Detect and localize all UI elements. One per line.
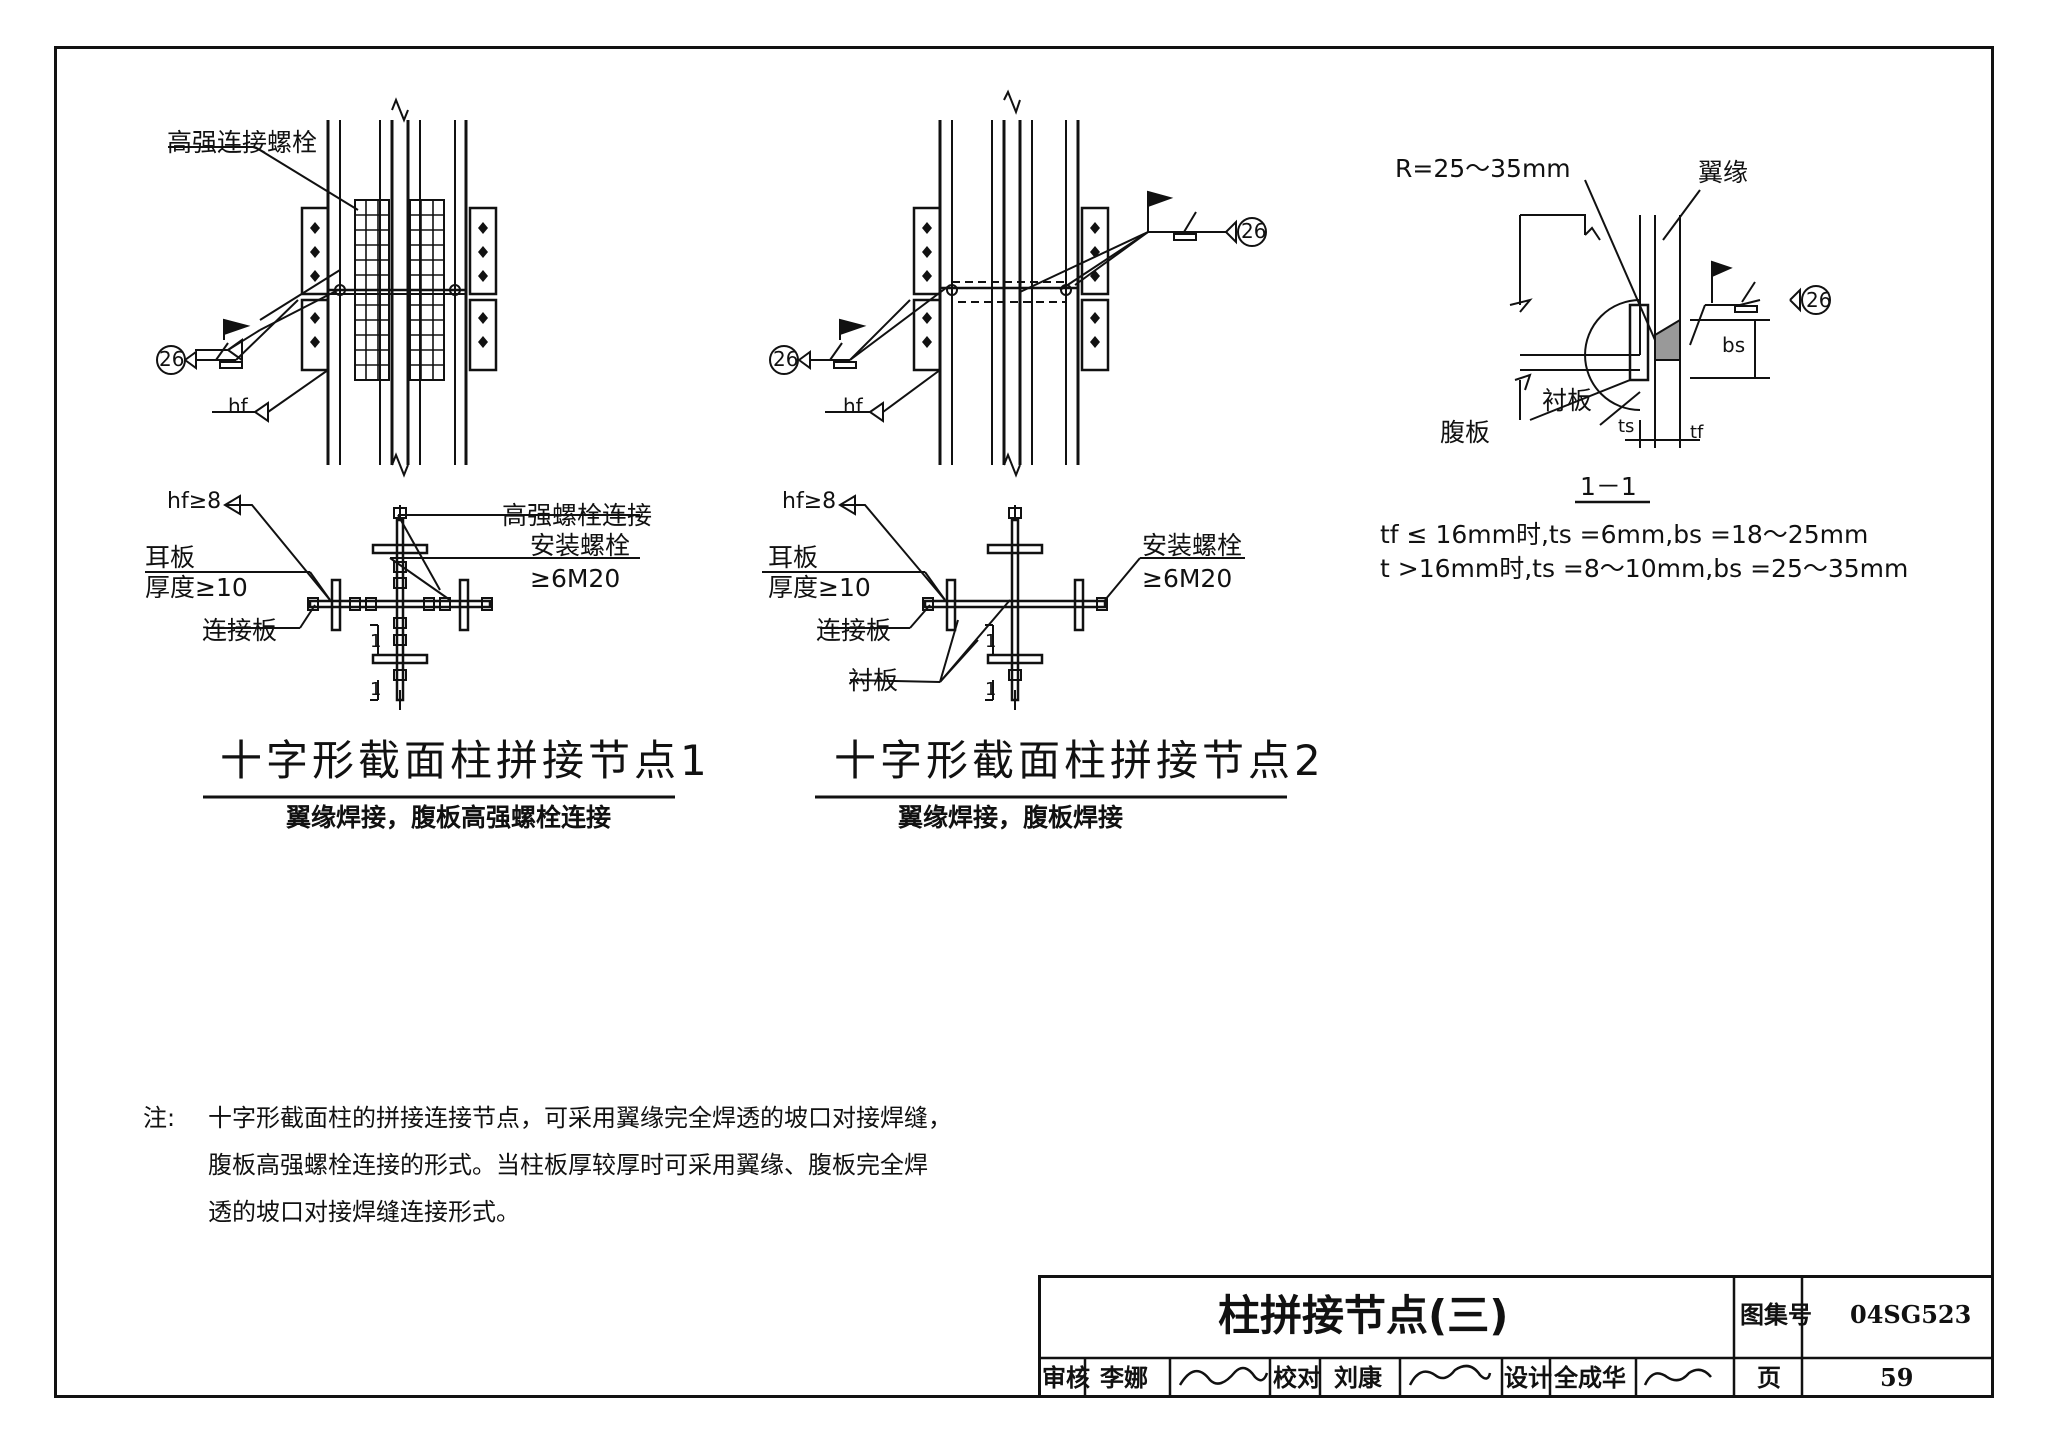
section-ts-label: ts bbox=[1618, 416, 1635, 437]
node1-ear-thickness-label: 厚度≥10 bbox=[145, 573, 248, 602]
design-label: 设计 bbox=[1504, 1363, 1552, 1392]
section-tf-label: tf bbox=[1690, 422, 1704, 443]
node2-elevation bbox=[769, 89, 1267, 478]
section-web-label: 腹板 bbox=[1440, 418, 1491, 447]
node1-hs-bolt-conn-label: 高强螺栓连接 bbox=[502, 501, 653, 530]
node2-cross-section bbox=[762, 494, 1245, 710]
note-line-1: 十字形截面柱的拼接连接节点，可采用翼缘完全焊透的坡口对接焊缝， bbox=[208, 1104, 952, 1132]
page-label: 页 bbox=[1757, 1363, 1781, 1392]
node2-weld-ref-left: 26 bbox=[773, 347, 799, 371]
node2-caption: 十字形截面柱拼接节点2 bbox=[834, 736, 1325, 785]
drawing-title: 柱拼接节点(三) bbox=[1218, 1291, 1509, 1340]
node1-subcaption: 翼缘焊接，腹板高强螺栓连接 bbox=[286, 803, 612, 832]
node2-ear-plate-label: 耳板 bbox=[768, 543, 819, 572]
signature-designer bbox=[1643, 1368, 1712, 1386]
section-1-1-detail bbox=[1509, 179, 1831, 504]
atlas-number: 04SG523 bbox=[1850, 1300, 1972, 1329]
note-line-3: 透的坡口对接焊缝连接形式。 bbox=[208, 1198, 520, 1226]
node1-elevation bbox=[156, 97, 498, 478]
review-label: 审核 bbox=[1042, 1363, 1090, 1392]
node1-install-spec-label: ≥6M20 bbox=[530, 564, 621, 593]
node2-ear-thickness-label: 厚度≥10 bbox=[768, 573, 871, 602]
check-label: 校对 bbox=[1273, 1363, 1321, 1392]
section-flange-label: 翼缘 bbox=[1698, 158, 1749, 187]
page-number: 59 bbox=[1880, 1363, 1914, 1392]
node2-hf-label: hf bbox=[843, 394, 863, 418]
section-title: 1－1 bbox=[1580, 472, 1637, 501]
node1-weld-ref: 26 bbox=[159, 347, 185, 371]
node2-section-mark-bottom: 1 bbox=[985, 679, 997, 700]
node2-subcaption: 翼缘焊接，腹板焊接 bbox=[898, 803, 1124, 832]
title-block-grid bbox=[1038, 1275, 1994, 1398]
node1-caption: 十字形截面柱拼接节点1 bbox=[220, 736, 711, 785]
atlas-label: 图集号 bbox=[1740, 1300, 1812, 1329]
node1-hf-min-label: hf≥8 bbox=[167, 489, 222, 514]
section-backing-label: 衬板 bbox=[1542, 386, 1593, 415]
signature-reviewer bbox=[1178, 1366, 1269, 1386]
checker-name: 刘康 bbox=[1334, 1363, 1382, 1392]
node2-hf-min-label: hf≥8 bbox=[782, 489, 837, 514]
node2-install-spec-label: ≥6M20 bbox=[1142, 564, 1233, 593]
node2-install-bolt-label: 安装螺栓 bbox=[1142, 531, 1243, 560]
node1-section-mark-top: 1 bbox=[370, 631, 382, 652]
node1-ear-plate-label: 耳板 bbox=[145, 543, 196, 572]
drawing-frame bbox=[54, 46, 1994, 1398]
node2-backing-plate-label: 衬板 bbox=[848, 666, 899, 695]
designer-name: 全成华 bbox=[1554, 1363, 1626, 1392]
node1-connect-plate-label: 连接板 bbox=[202, 616, 278, 645]
node1-cross-section bbox=[145, 494, 640, 710]
section-radius-label: R=25～35mm bbox=[1395, 154, 1571, 183]
section-bs-label: bs bbox=[1722, 333, 1746, 357]
section-rule-1: tf ≤ 16mm时,ts =6mm,bs =18～25mm bbox=[1380, 520, 1869, 549]
section-rule-2: t >16mm时,ts =8～10mm,bs =25～35mm bbox=[1380, 554, 1909, 583]
node1-bolt-label: 高强连接螺栓 bbox=[167, 128, 318, 157]
title-block bbox=[1038, 1275, 1994, 1398]
node1-install-bolt-label: 安装螺栓 bbox=[530, 531, 631, 560]
section-weld-ref: 26 bbox=[1806, 288, 1832, 312]
node1-hf-label: hf bbox=[228, 394, 248, 418]
reviewer-name: 李娜 bbox=[1100, 1363, 1148, 1392]
node1-section-mark-bottom: 1 bbox=[370, 679, 382, 700]
node2-connect-plate-label: 连接板 bbox=[816, 616, 892, 645]
note-line-2: 腹板高强螺栓连接的形式。当柱板厚较厚时可采用翼缘、腹板完全焊 bbox=[208, 1151, 928, 1179]
node2-section-mark-top: 1 bbox=[985, 631, 997, 652]
note-prefix: 注: bbox=[143, 1104, 176, 1132]
node2-weld-ref-right: 26 bbox=[1241, 219, 1267, 243]
signature-checker bbox=[1408, 1364, 1492, 1386]
